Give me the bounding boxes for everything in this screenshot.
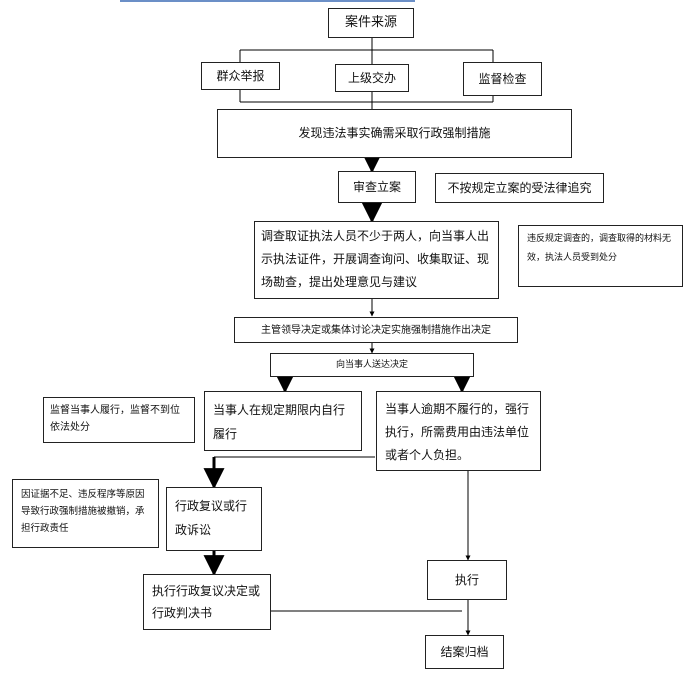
execute-node: 执行: [427, 560, 507, 600]
no-filing-liability-node: 不按规定立案的受法律追究: [435, 173, 604, 203]
case-source-node: 案件来源: [328, 8, 414, 38]
execute-judgment-node: 执行行政复议决定或行政判决书: [143, 574, 271, 630]
review-filing-node: 审查立案: [338, 171, 416, 203]
superior-assign-node: 上级交办: [335, 64, 409, 92]
investigate-node: 调查取证执法人员不少于两人，向当事人出示执法证件，开展调查询问、收集取证、现场勘…: [254, 221, 499, 299]
supervision-check-node: 监督检查: [463, 62, 542, 96]
illegal-investigation-note: 违反规定调查的，调查取得的材料无效，执法人员受到处分: [518, 225, 683, 287]
top-accent-line: [120, 0, 415, 2]
deliver-decision-node: 向当事人送达决定: [270, 353, 474, 377]
review-litigation-node: 行政复议或行政诉讼: [166, 487, 262, 551]
supervise-note: 监督当事人履行，监督不到位依法处分: [43, 397, 195, 443]
decision-node: 主管领导决定或集体讨论决定实施强制措施作出决定: [234, 317, 518, 343]
self-perform-node: 当事人在规定期限内自行履行: [204, 391, 362, 451]
enforce-node: 当事人逾期不履行的，强行执行，所需费用由违法单位或者个人负担。: [376, 391, 541, 471]
discover-violation-node: 发现违法事实确需采取行政强制措施: [217, 109, 572, 158]
evidence-note: 因证据不足、违反程序等原因导致行政强制措施被撤销，承担行政责任: [12, 479, 159, 548]
mass-report-node: 群众举报: [201, 62, 280, 90]
close-case-node: 结案归档: [425, 635, 504, 669]
